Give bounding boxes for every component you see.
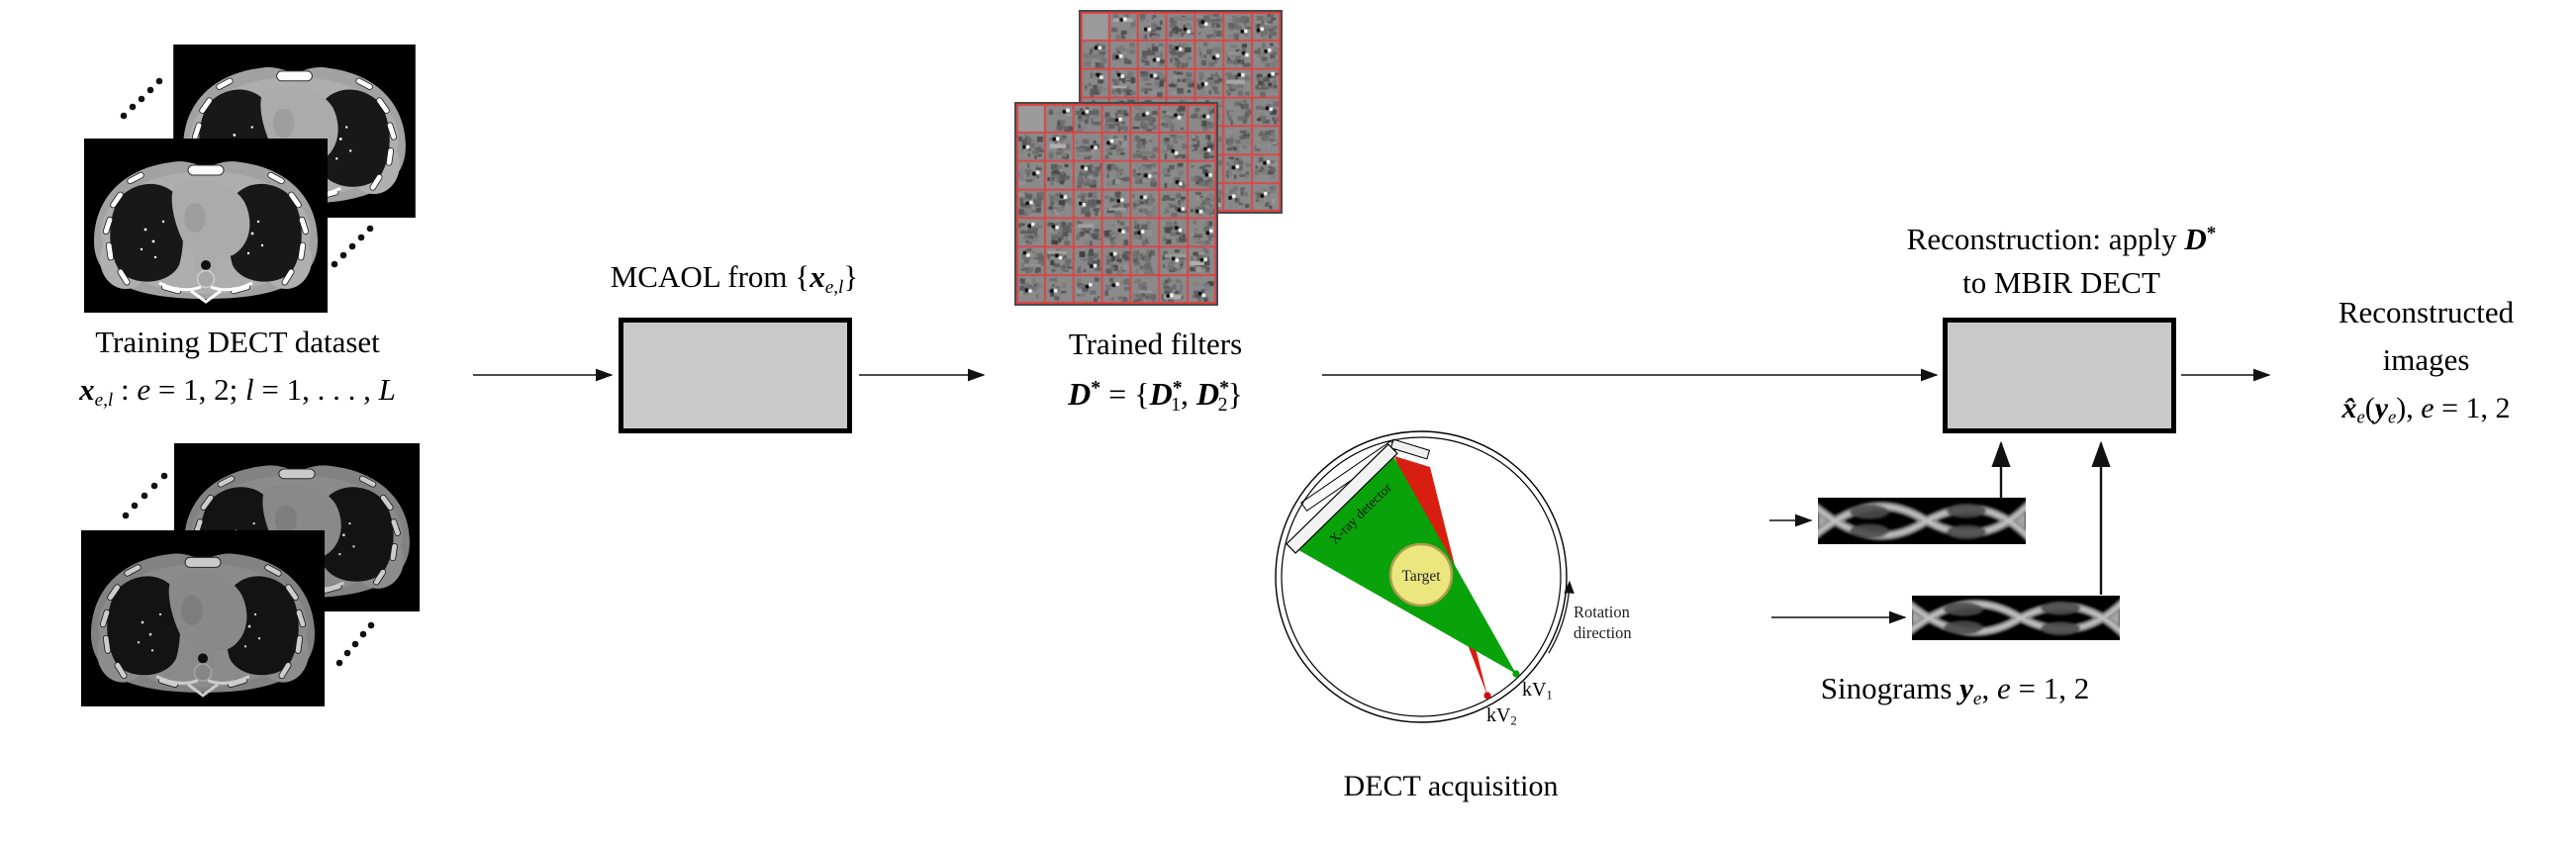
target-circle (1388, 542, 1454, 608)
dect-acquisition-diagram: X-ray detector Target Rotation direction (1275, 430, 1632, 723)
reconstructed-line2: images (2382, 342, 2470, 377)
rotation-direction-arrow (1548, 580, 1574, 654)
kv1-source-dot (1512, 670, 1520, 678)
kv2-detector-bar (1389, 438, 1431, 460)
gantry-inner-circle (1281, 436, 1562, 717)
kv1-label: kV1 (1522, 679, 1553, 702)
ct-image-top-front (84, 139, 328, 313)
reconstructed-line1: Reconstructed (2337, 295, 2515, 329)
ct-image-bottom-front (81, 530, 325, 706)
sinograms-label: Sinograms ye, e = 1, 2 (1820, 671, 2090, 709)
ellipsis-dots-bottom-stack-lower (335, 621, 375, 667)
rotation-label-line2: direction (1574, 623, 1632, 642)
target-label: Target (1401, 568, 1441, 585)
kv2-source-dot (1483, 692, 1491, 700)
sinogram-1 (1818, 498, 2026, 544)
reconstructed-math: x̂e(ye), e = 1, 2 (2341, 392, 2511, 428)
reconstruction-title-line2: to MBIR DECT (1962, 265, 2160, 300)
gantry-outer-circle (1275, 430, 1568, 723)
trained-filters-title: Trained filters (1068, 327, 1243, 361)
sinogram-2 (1912, 596, 2120, 640)
training-dataset-title: Training DECT dataset (95, 325, 380, 359)
ellipsis-dots-top-stack-upper (120, 77, 163, 120)
dect-acquisition-caption: DECT acquisition (1343, 770, 1559, 802)
filter-grid-front (1014, 102, 1218, 306)
mcaol-label: MCAOL from {xe,l} (610, 259, 859, 298)
xray-detector-bar (1286, 443, 1398, 554)
ellipsis-dots-bottom-stack-upper (122, 472, 168, 519)
trained-filters-math: D* = {D*1, D*2} (1068, 376, 1243, 416)
rotation-label-line1: Rotation (1574, 603, 1630, 621)
ellipsis-dots-top-stack-lower (331, 225, 374, 268)
mcaol-box (619, 318, 852, 433)
training-dataset-math: xe,l : e = 1, 2; l = 1, . . . , L (79, 372, 396, 411)
reconstruction-title-line1: Reconstruction: apply D* (1906, 222, 2217, 256)
kv2-label: kV2 (1486, 704, 1517, 728)
reconstruction-box (1943, 318, 2176, 433)
